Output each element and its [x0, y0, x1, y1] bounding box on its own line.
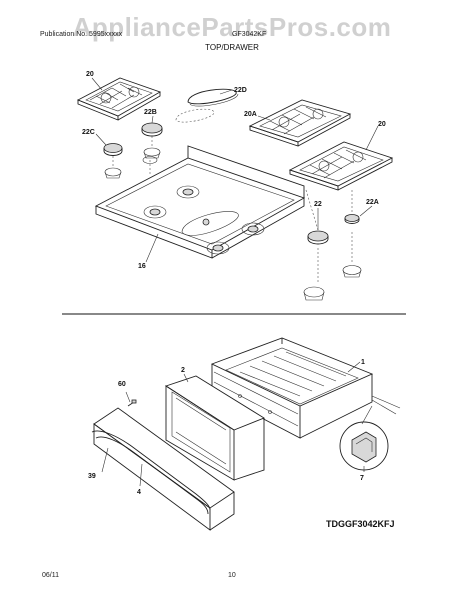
model-code: TDGGF3042KFJ [326, 519, 395, 529]
publication-number: Publication No. 5995xxxxx [40, 31, 123, 38]
burner-cap-22b [141, 122, 163, 159]
callout-2: 2 [181, 367, 185, 374]
callout-22: 22 [314, 201, 322, 208]
center-oval-cover [175, 88, 239, 123]
cooktop-maintop [94, 145, 306, 259]
callout-22a: 22A [366, 199, 379, 206]
callout-22c: 22C [82, 129, 95, 136]
callout-39: 39 [88, 473, 96, 480]
watermark: AppliancePartsPros.com [72, 12, 392, 42]
drawer-front [91, 407, 235, 531]
grate-right-front [288, 141, 394, 191]
footer-date: 06/11 [42, 572, 59, 579]
callout-22b: 22B [144, 109, 157, 116]
callout-20a: 20A [244, 111, 257, 118]
drawer-inner-panel [164, 375, 265, 481]
burner-cap-22 [307, 230, 329, 245]
callout-20-right: 20 [378, 121, 386, 128]
screw-60 [127, 399, 137, 407]
grate-left [76, 77, 162, 121]
grate-right-rear [248, 99, 352, 147]
leader-lines-bottom [101, 361, 365, 487]
drawer-box [210, 337, 401, 439]
burner-cap-22c [103, 143, 123, 179]
section-title: TOP/DRAWER [205, 43, 259, 52]
callout-22d: 22D [234, 87, 247, 94]
detail-clip-7 [339, 405, 389, 471]
callout-60: 60 [118, 381, 126, 388]
callout-4: 4 [137, 489, 141, 496]
callout-20-left: 20 [86, 71, 94, 78]
callout-7: 7 [360, 475, 364, 482]
burner-heads [142, 156, 362, 301]
model-header: GF3042KF [232, 31, 267, 38]
footer-page-number: 10 [228, 572, 236, 579]
callout-1: 1 [361, 359, 365, 366]
burner-cap-22a [344, 214, 360, 224]
callout-16: 16 [138, 263, 146, 270]
leader-lines-top [91, 77, 379, 263]
